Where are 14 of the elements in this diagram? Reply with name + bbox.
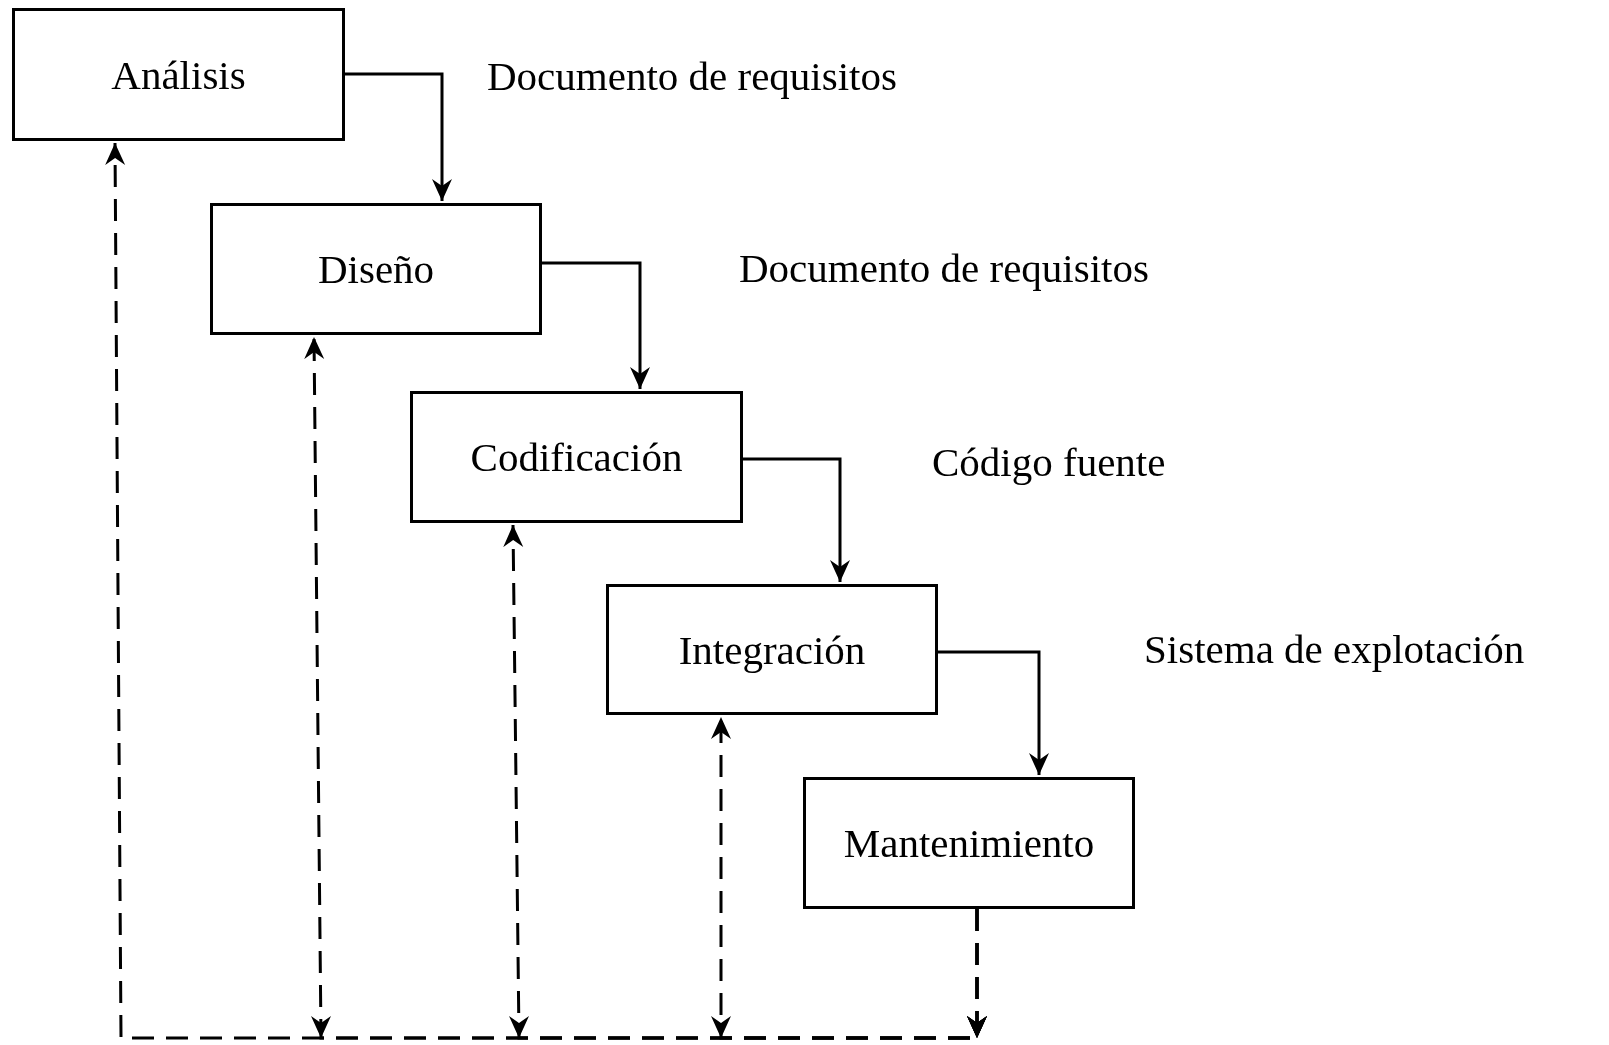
dashed-arrow <box>711 717 987 1040</box>
arrow <box>938 650 1049 775</box>
process-box: Integración <box>606 584 938 715</box>
output-label: Documento de requisitos <box>739 244 1149 292</box>
arrow <box>542 261 650 389</box>
process-box: Codificación <box>410 391 743 523</box>
process-box: Análisis <box>12 8 345 141</box>
arrow <box>345 72 452 201</box>
process-box: Diseño <box>210 203 542 335</box>
output-label: Sistema de explotación <box>1144 625 1525 673</box>
output-label: Documento de requisitos <box>487 52 897 100</box>
output-label: Código fuente <box>932 438 1166 486</box>
arrow <box>743 457 850 582</box>
process-box: Mantenimiento <box>803 777 1135 909</box>
